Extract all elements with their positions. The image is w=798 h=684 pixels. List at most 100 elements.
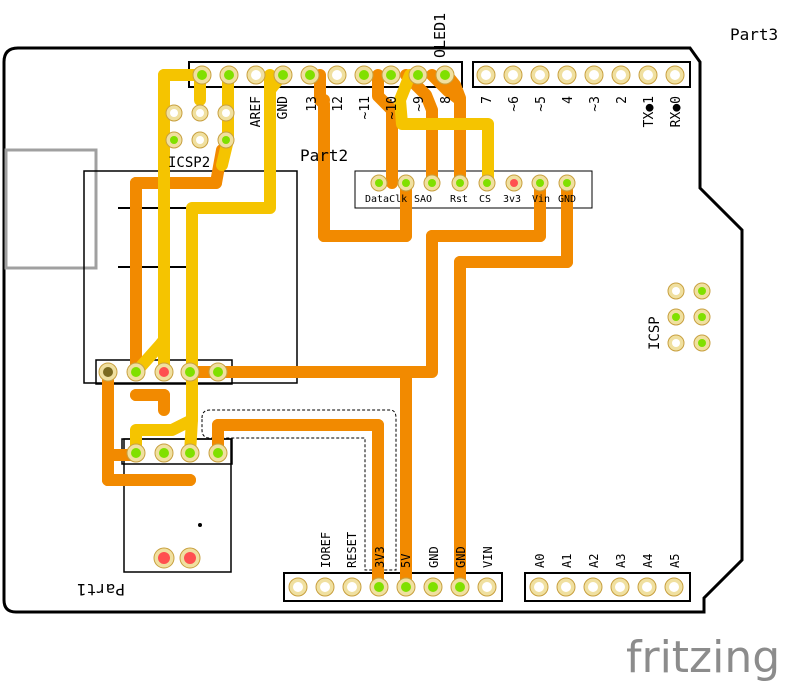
pad-hole — [615, 582, 625, 592]
header-pin-label: 4 — [561, 96, 576, 104]
oled-pin-label: Vin — [532, 194, 550, 205]
trace-node — [318, 230, 330, 242]
trace-node — [534, 230, 546, 242]
pad-fill — [483, 179, 491, 187]
trace-orange — [400, 69, 438, 189]
header-pin-label: A0 — [533, 554, 547, 568]
traces-layer — [102, 69, 573, 592]
pad-hole — [588, 582, 598, 592]
trace-orange — [102, 449, 142, 486]
oled-pin-label: Rst — [450, 194, 468, 205]
pad-fill — [428, 179, 436, 187]
trace-orange — [212, 419, 384, 592]
pad-fill — [305, 70, 315, 80]
pad-hole — [332, 70, 342, 80]
icsp-label: ICSP — [647, 316, 663, 350]
part1-label: Part1 — [77, 580, 125, 599]
pad-fill — [698, 339, 706, 347]
fritzing-watermark: fritzing — [626, 632, 780, 683]
header-pin-label: ~3 — [588, 96, 603, 112]
pad-hole — [170, 109, 178, 117]
header-pin-label: ~11 — [358, 96, 373, 119]
part2-label: Part2 — [300, 146, 348, 165]
pad-hole — [534, 582, 544, 592]
header-pin-label: A1 — [560, 554, 574, 568]
pad-fill — [185, 448, 195, 458]
trace-orange — [454, 177, 573, 592]
pad-fill — [278, 70, 288, 80]
part3-label: Part3 — [730, 25, 778, 44]
selection-outline — [201, 409, 397, 571]
pad-fill — [698, 313, 706, 321]
header-pin-label: GND — [427, 546, 441, 568]
pad-hole — [535, 70, 545, 80]
pad-fill — [563, 179, 571, 187]
pad-hole — [561, 582, 571, 592]
pad-hole — [293, 582, 303, 592]
pad-fill — [386, 70, 396, 80]
pad-fill — [131, 367, 141, 377]
trace-node — [184, 474, 196, 486]
header-pin-label: IOREF — [319, 532, 333, 568]
bottom-header-outline — [283, 572, 503, 602]
pad-fill — [456, 179, 464, 187]
pad-fill — [402, 179, 410, 187]
pad-fill — [159, 448, 169, 458]
header-pin-label: AREF — [249, 96, 264, 127]
usb-connector — [4, 148, 98, 270]
header-pin-label: GND — [276, 96, 291, 120]
pad-fill — [375, 179, 383, 187]
header-pin-label: ~9 — [412, 96, 427, 112]
header-pin-label: 8 — [439, 96, 454, 104]
trace-node — [158, 389, 170, 401]
header-pin-label: GND — [454, 546, 468, 568]
pad-hole — [643, 70, 653, 80]
oled-pin-label: 3v3 — [503, 194, 521, 205]
header-pin-label: RX●0 — [669, 96, 684, 127]
trace-node — [561, 256, 573, 268]
pads-layer — [98, 65, 711, 597]
pad-hole — [670, 70, 680, 80]
pad-fill — [374, 582, 384, 592]
bottom-header-right-outline — [524, 572, 691, 602]
pad-hole — [481, 70, 491, 80]
pad-hole — [616, 70, 626, 80]
header-pin-label: 2 — [615, 96, 630, 104]
top-header-right-outline — [472, 61, 691, 88]
header-pin-label: A2 — [587, 554, 601, 568]
header-pin-label: A3 — [614, 554, 628, 568]
pad-hole — [320, 582, 330, 592]
header-pin-label: 13 — [305, 96, 320, 112]
pad-hole — [672, 339, 680, 347]
trace-node — [426, 230, 438, 242]
trace-yellow — [130, 334, 170, 378]
pad-hole — [482, 582, 492, 592]
pad-hole — [222, 109, 230, 117]
trace-node — [372, 419, 384, 431]
header-pin-label: ~10 — [385, 96, 400, 119]
pad-fill — [131, 448, 141, 458]
header-pin-label: ~5 — [534, 96, 549, 112]
trace-node — [318, 94, 330, 106]
pad-fill — [224, 70, 234, 80]
trace-node — [454, 256, 466, 268]
trace-node — [212, 419, 224, 431]
pad-fill — [440, 70, 450, 80]
trace-node — [264, 366, 276, 378]
trace-node — [400, 230, 412, 242]
pad-hole — [669, 582, 679, 592]
pad-hole — [347, 582, 357, 592]
pad-hole — [642, 582, 652, 592]
pad-hole — [589, 70, 599, 80]
icsp2-label: ICSP2 — [168, 155, 210, 171]
header-pin-label: ~6 — [507, 96, 522, 112]
pad-fill — [158, 552, 170, 564]
pad-fill — [213, 448, 223, 458]
trace-node — [210, 177, 222, 189]
oled-pin-label: CS — [479, 194, 491, 205]
header-pin-label: RESET — [345, 532, 359, 568]
